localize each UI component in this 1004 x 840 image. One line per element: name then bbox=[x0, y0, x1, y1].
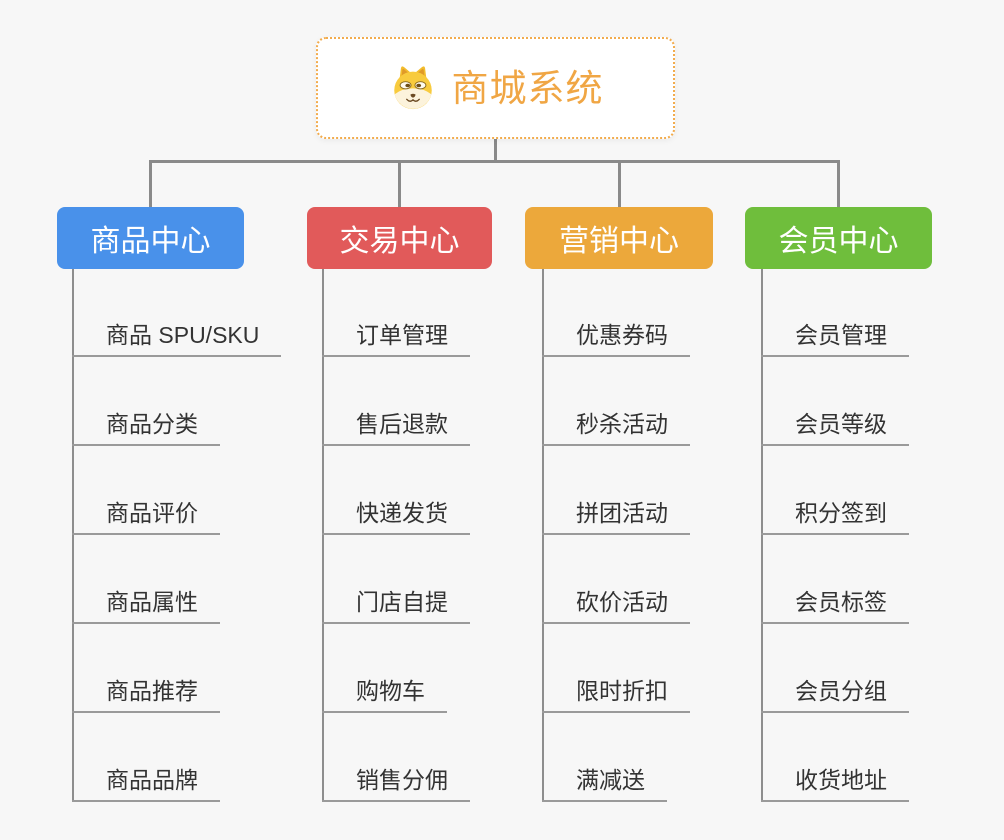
subtopic[interactable]: 砍价活动 bbox=[542, 587, 690, 624]
subtopic[interactable]: 商品 SPU/SKU bbox=[72, 320, 282, 357]
subtopic[interactable]: 商品推荐 bbox=[72, 676, 220, 713]
connector-drop-2 bbox=[398, 162, 401, 207]
branch-marketing-center[interactable]: 营销中心 bbox=[525, 207, 713, 269]
subtopic[interactable]: 会员标签 bbox=[761, 587, 909, 624]
subtopic[interactable]: 购物车 bbox=[322, 676, 447, 713]
subtopic[interactable]: 商品品牌 bbox=[72, 765, 220, 802]
subtopic[interactable]: 满减送 bbox=[542, 765, 667, 802]
connector-drop-4 bbox=[837, 162, 840, 207]
connector-drop-3 bbox=[618, 162, 621, 207]
branch-member-center[interactable]: 会员中心 bbox=[745, 207, 932, 269]
subtopic[interactable]: 会员分组 bbox=[761, 676, 909, 713]
branch-spine-4 bbox=[761, 269, 763, 801]
subtopic[interactable]: 会员管理 bbox=[761, 320, 909, 357]
subtopic[interactable]: 商品分类 bbox=[72, 409, 220, 446]
subtopic[interactable]: 限时折扣 bbox=[542, 676, 690, 713]
subtopic[interactable]: 门店自提 bbox=[322, 587, 470, 624]
branch-spine-3 bbox=[542, 269, 544, 801]
subtopic[interactable]: 快递发货 bbox=[322, 498, 470, 535]
subtopic[interactable]: 秒杀活动 bbox=[542, 409, 690, 446]
subtopic[interactable]: 积分签到 bbox=[761, 498, 909, 535]
root-topic[interactable]: 商城系统 bbox=[316, 37, 675, 139]
root-topic-label: 商城系统 bbox=[451, 67, 604, 109]
branch-label: 商品中心 bbox=[90, 225, 211, 258]
connector-root-stub bbox=[494, 139, 497, 162]
subtopic[interactable]: 拼团活动 bbox=[542, 498, 690, 535]
subtopic[interactable]: 优惠券码 bbox=[542, 320, 690, 357]
dog-face-icon bbox=[393, 66, 432, 110]
connector-trunk bbox=[149, 160, 840, 163]
subtopic[interactable]: 订单管理 bbox=[322, 320, 470, 357]
branch-trade-center[interactable]: 交易中心 bbox=[307, 207, 492, 269]
subtopic[interactable]: 会员等级 bbox=[761, 409, 909, 446]
branch-product-center[interactable]: 商品中心 bbox=[57, 207, 244, 269]
connector-drop-1 bbox=[149, 162, 152, 207]
subtopic[interactable]: 收货地址 bbox=[761, 765, 909, 802]
subtopic[interactable]: 商品属性 bbox=[72, 587, 220, 624]
branch-label: 交易中心 bbox=[339, 225, 460, 258]
subtopic[interactable]: 商品评价 bbox=[72, 498, 220, 535]
branch-spine-2 bbox=[322, 269, 324, 801]
subtopic[interactable]: 售后退款 bbox=[322, 409, 470, 446]
subtopic[interactable]: 销售分佣 bbox=[322, 765, 470, 802]
branch-label: 营销中心 bbox=[559, 225, 679, 258]
branch-spine-1 bbox=[72, 269, 74, 801]
branch-label: 会员中心 bbox=[778, 225, 899, 258]
